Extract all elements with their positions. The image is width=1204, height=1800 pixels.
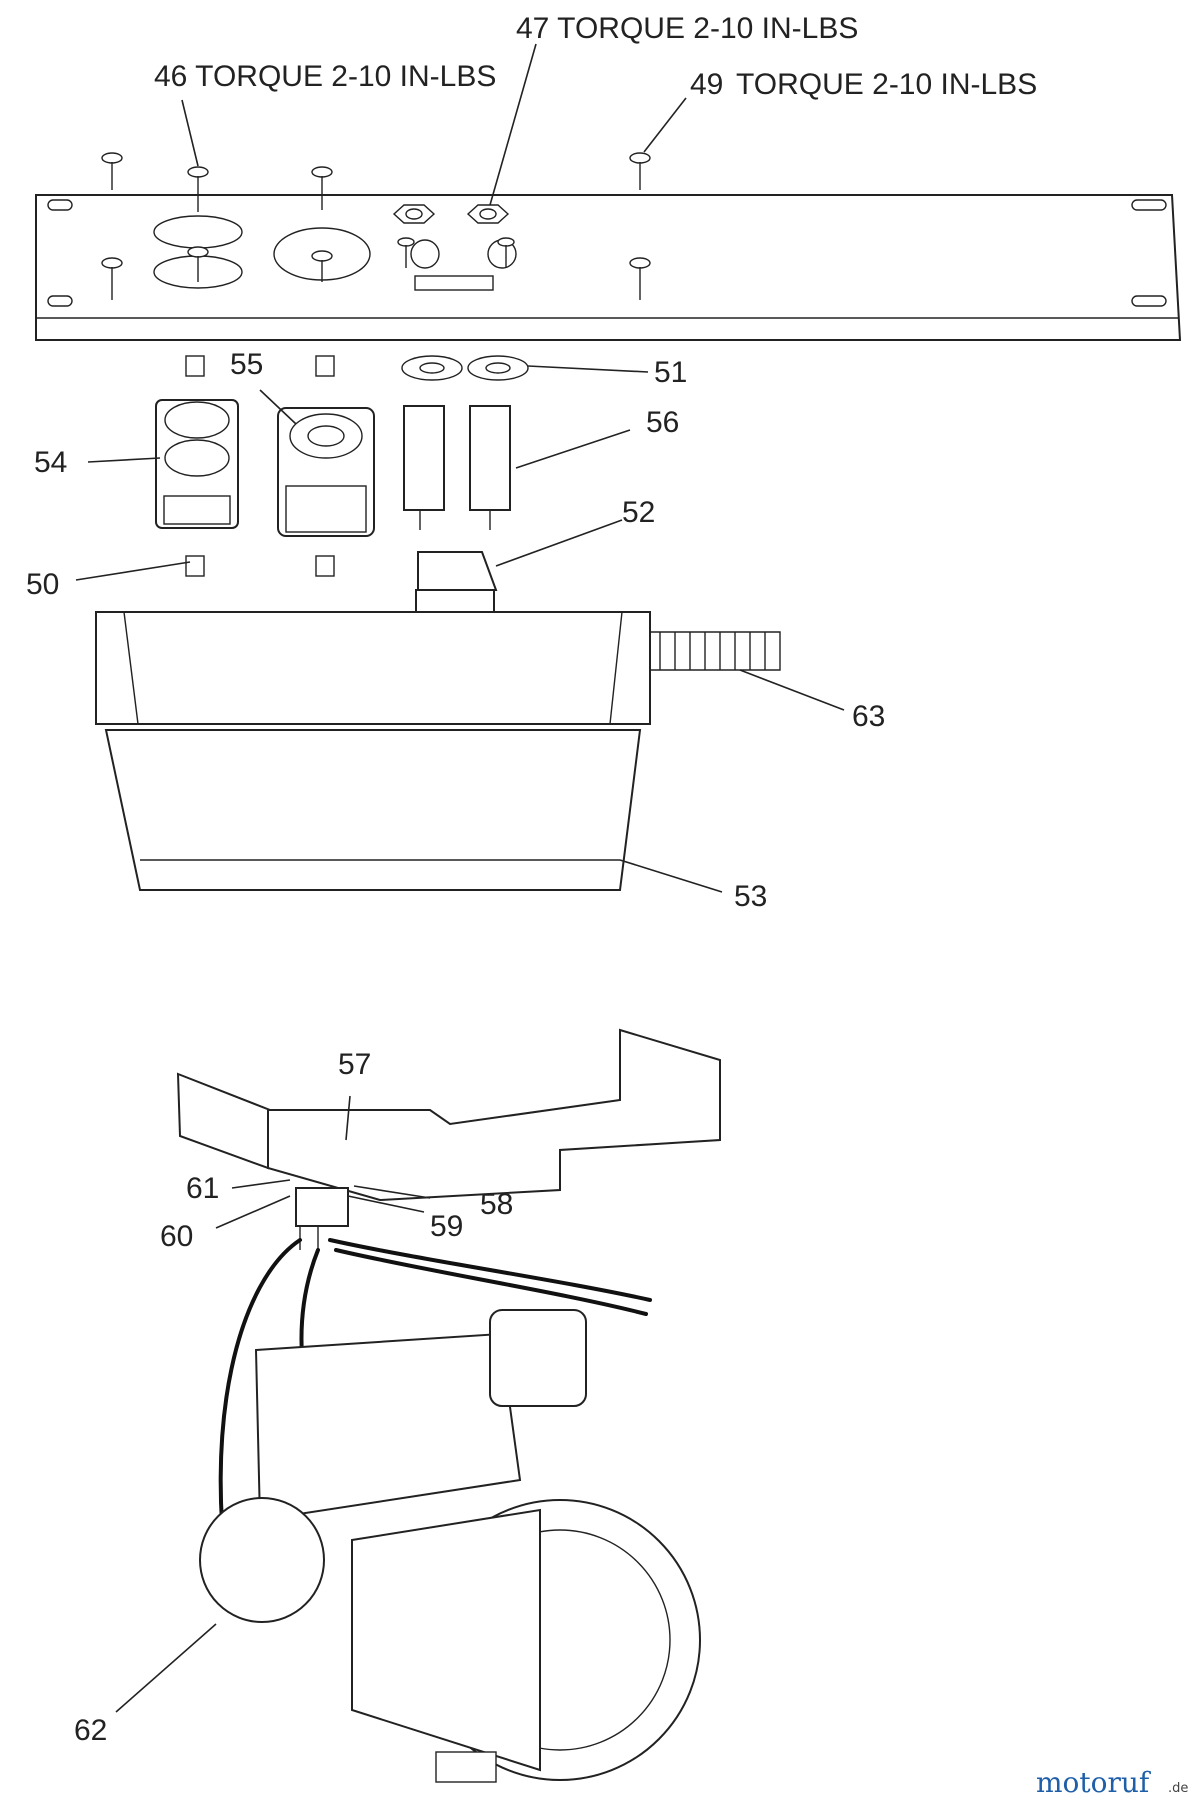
callout-63: 63	[852, 700, 885, 733]
screw	[497, 237, 515, 268]
screw	[101, 152, 123, 190]
watermark-suffix: .de	[1168, 1781, 1188, 1796]
callout-62: 62	[74, 1714, 107, 1747]
callout-50: 50	[26, 568, 59, 601]
callout-46: 46 TORQUE 2-10 IN-LBS	[154, 60, 496, 93]
callout-labels: 46 TORQUE 2-10 IN-LBS 47 TORQUE 2-10 IN-…	[26, 12, 1037, 1747]
callout-49-number: 49	[690, 68, 723, 101]
callout-49-text: TORQUE 2-10 IN-LBS	[736, 68, 1037, 101]
callout-54: 54	[34, 446, 67, 479]
receptacle-clips	[185, 355, 335, 577]
callout-leaders	[75, 43, 845, 1713]
screw	[101, 257, 123, 300]
twist-lock-receptacle	[277, 407, 375, 537]
panel-screws	[101, 152, 651, 300]
screw	[187, 246, 209, 282]
watermark-logo: motoruf .de	[1036, 1766, 1188, 1799]
control-panel-plate	[35, 194, 1182, 341]
rectifier-assembly	[295, 1187, 349, 1250]
screw	[311, 250, 333, 282]
duplex-receptacle	[155, 399, 239, 529]
screw	[311, 166, 333, 210]
generator-engine	[199, 1309, 701, 1783]
callout-47: 47 TORQUE 2-10 IN-LBS	[516, 12, 858, 45]
screw	[629, 152, 651, 190]
circuit-breakers	[401, 355, 529, 530]
callout-58: 58	[480, 1188, 513, 1221]
callout-51: 51	[654, 356, 687, 389]
callout-60: 60	[160, 1220, 193, 1253]
callout-56: 56	[646, 406, 679, 439]
callout-52: 52	[622, 496, 655, 529]
screw	[187, 166, 209, 212]
control-box	[95, 611, 651, 891]
mounting-bracket	[176, 1028, 721, 1202]
callout-53: 53	[734, 880, 767, 913]
callout-57: 57	[338, 1048, 371, 1081]
callout-55: 55	[230, 348, 263, 381]
screw	[629, 257, 651, 300]
screw	[397, 237, 415, 268]
watermark-brand: motoruf	[1036, 1766, 1152, 1799]
callout-59: 59	[430, 1210, 463, 1243]
callout-61: 61	[186, 1172, 219, 1205]
